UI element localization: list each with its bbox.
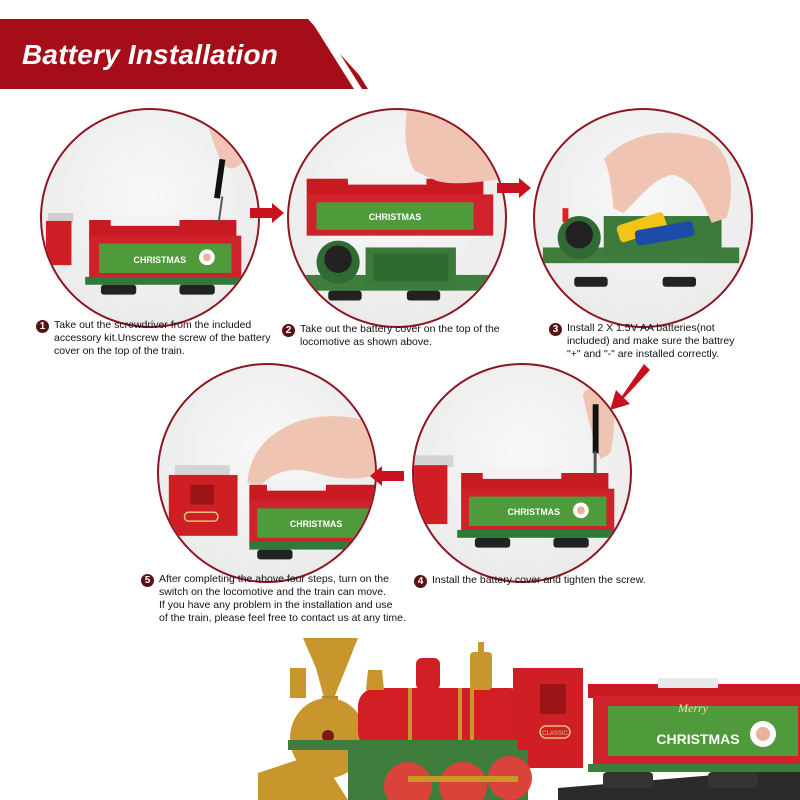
tender-car-illustration: CHRISTMAS <box>45 110 258 295</box>
page-title: Battery Installation <box>22 39 279 70</box>
step-number-badge: 1 <box>36 320 49 333</box>
svg-text:CLASSIC: CLASSIC <box>542 731 568 737</box>
step-5-caption: 5 After completing the above four steps,… <box>141 573 421 625</box>
svg-text:Merry: Merry <box>677 701 709 715</box>
step-2-image: CHRISTMAS <box>287 108 507 328</box>
step-number-badge: 5 <box>141 574 154 587</box>
battery-cover-lift-illustration: CHRISTMAS <box>298 110 505 301</box>
tighten-screw-illustration: CHRISTMAS <box>414 387 619 548</box>
product-train-image: CLASSIC Merry CHRISTMAS <box>258 628 800 800</box>
step-number-badge: 2 <box>282 324 295 337</box>
step-1-image: CHRISTMAS <box>40 108 260 328</box>
step-number-badge: 4 <box>414 575 427 588</box>
step-number-badge: 3 <box>549 323 562 336</box>
step-3-caption: 3 Install 2 X 1.5V AA batteries(not incl… <box>549 322 779 361</box>
arrow-right-icon <box>497 178 531 198</box>
step-4-image: CHRISTMAS <box>412 363 632 583</box>
step-3-image <box>533 108 753 328</box>
svg-text:CHRISTMAS: CHRISTMAS <box>656 731 739 747</box>
arrow-right-icon <box>250 203 284 223</box>
switch-on-illustration: CHRISTMAS <box>168 416 375 560</box>
step-1-caption: 1 Take out the screwdriver from the incl… <box>36 319 286 358</box>
step-2-caption: 2 Take out the battery cover on the top … <box>282 323 532 349</box>
arrow-left-icon <box>370 466 404 486</box>
svg-text:CHRISTMAS: CHRISTMAS <box>508 507 561 517</box>
step-4-caption: 4 Install the battery cover and tighten … <box>414 574 674 588</box>
arrow-down-left-icon <box>610 364 650 410</box>
banner-shape <box>0 19 376 89</box>
battery-insertion-illustration <box>542 132 740 287</box>
section-header-banner: Battery Installation <box>0 19 380 89</box>
svg-text:CHRISTMAS: CHRISTMAS <box>369 212 422 222</box>
svg-text:CHRISTMAS: CHRISTMAS <box>134 255 187 265</box>
locomotive-illustration: CLASSIC Merry CHRISTMAS <box>258 638 800 800</box>
svg-text:CHRISTMAS: CHRISTMAS <box>290 519 343 529</box>
step-5-image: CHRISTMAS <box>157 363 377 583</box>
